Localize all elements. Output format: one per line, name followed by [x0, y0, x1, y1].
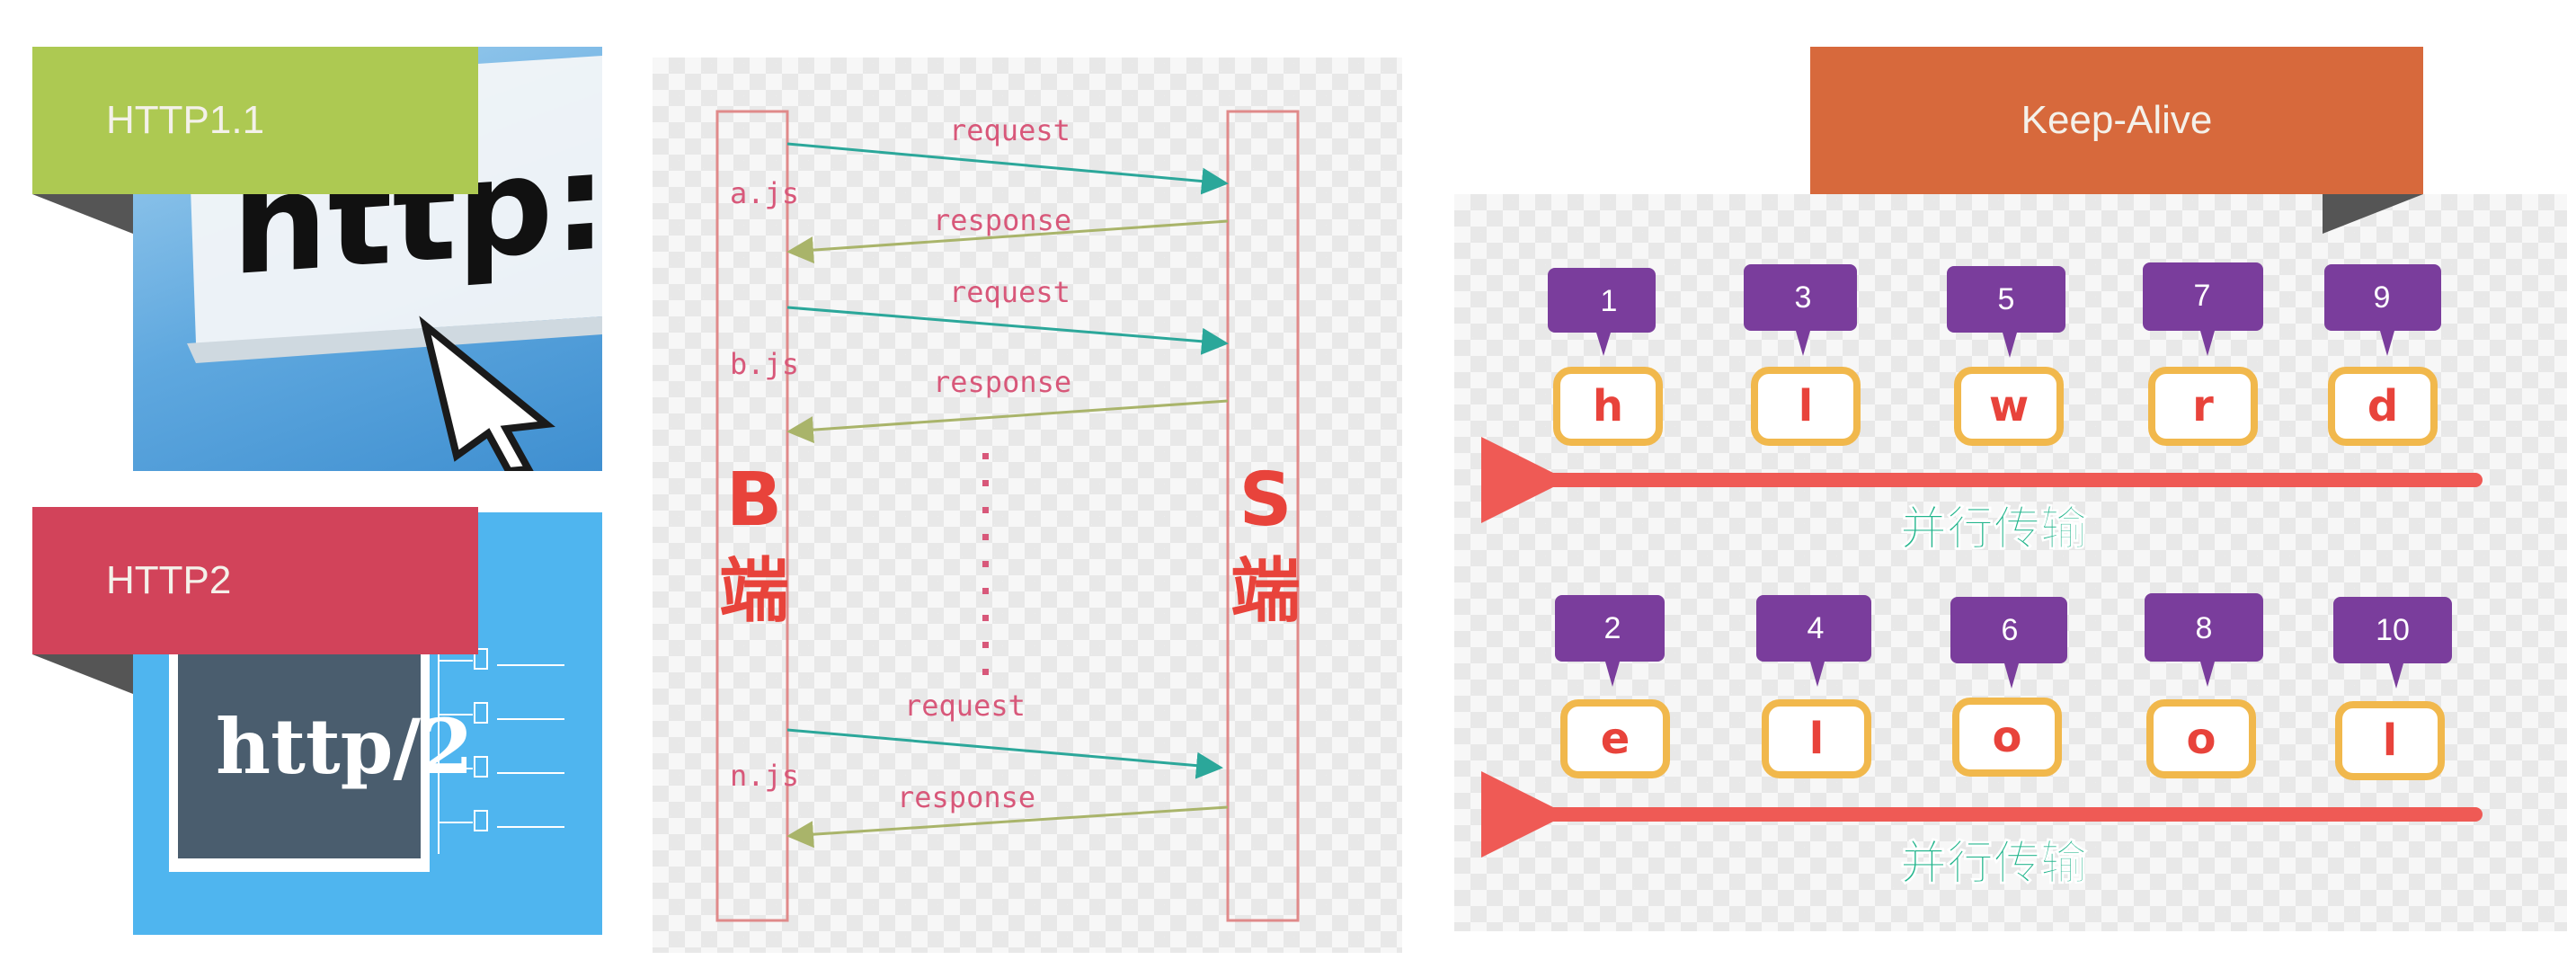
- letter: l: [1809, 714, 1824, 764]
- http11-label: HTTP1.1: [106, 98, 265, 142]
- letter: e: [1601, 714, 1630, 764]
- letter: l: [1799, 381, 1813, 431]
- keepalive-row-1-svg: 1 h 3 l 5 w 7 r 9 d 并行传输: [1481, 262, 2483, 557]
- keepalive-title: Keep-Alive: [2021, 98, 2213, 142]
- parallel-label: 并行传输: [1900, 837, 2088, 891]
- letter: o: [2187, 714, 2216, 764]
- letter: w: [1989, 381, 2029, 431]
- tag-group: 6 o: [1950, 597, 2067, 777]
- letter: o: [1993, 712, 2022, 762]
- s-side-box: [1226, 110, 1300, 922]
- tag-group: 5 w: [1947, 266, 2065, 446]
- file-label: a.js: [730, 176, 799, 210]
- response-label: response: [933, 365, 1071, 399]
- tag-group: 1 h: [1548, 268, 1663, 446]
- request-arrow: [786, 142, 1229, 195]
- request-arrow: [786, 306, 1229, 355]
- b-side-char2: 端: [719, 551, 789, 632]
- response-label: response: [933, 203, 1071, 237]
- s-side-char: S: [1239, 458, 1292, 543]
- letter: l: [2383, 716, 2397, 766]
- request-label: request: [904, 689, 1026, 723]
- request-label: request: [949, 113, 1070, 147]
- tag-group: 2 e: [1555, 595, 1670, 778]
- tag-group: 3 l: [1744, 264, 1861, 446]
- tag-number: 9: [2374, 280, 2391, 315]
- response-arrow: [786, 399, 1229, 444]
- tag-number: 5: [1998, 282, 2015, 316]
- b-side-box: [715, 110, 789, 922]
- http2-banner: HTTP2: [32, 507, 478, 654]
- keepalive-banner: Keep-Alive: [1810, 47, 2423, 194]
- letter: h: [1593, 381, 1623, 431]
- sequence-diagram-svg: B 端 S 端 a.js b.js n.js request response …: [715, 110, 1301, 922]
- keepalive-row-2-svg: 2 e 4 l 6 o 8 o 10 l 并行传输: [1481, 593, 2483, 892]
- b-side-char: B: [726, 458, 783, 543]
- sequence-diagram: B 端 S 端 a.js b.js n.js request response …: [653, 58, 1402, 953]
- file-label: n.js: [730, 759, 799, 793]
- request-label: request: [949, 275, 1070, 309]
- http2-banner-fold: [32, 654, 133, 694]
- tag-group: 10 l: [2333, 597, 2452, 780]
- response-label: response: [897, 780, 1035, 814]
- letter: d: [2367, 381, 2398, 431]
- request-arrow: [786, 728, 1223, 779]
- http11-banner-fold: [32, 194, 133, 234]
- response-arrow: [786, 805, 1229, 849]
- tag-group: 7 r: [2143, 262, 2263, 446]
- tag-number: 7: [2194, 279, 2211, 313]
- http11-banner: HTTP1.1: [32, 47, 478, 194]
- ellipsis-dots: [982, 453, 989, 675]
- tag-number: 4: [1808, 611, 1825, 645]
- letter: r: [2192, 381, 2214, 431]
- tag-number: 6: [2002, 613, 2019, 647]
- tag-number: 2: [1604, 611, 1621, 645]
- tag-group: 4 l: [1756, 595, 1871, 778]
- file-label: b.js: [730, 347, 799, 381]
- tag-number: 10: [2376, 613, 2410, 647]
- http2-label: HTTP2: [106, 558, 232, 602]
- tag-number: 1: [1601, 284, 1618, 318]
- http2-image: IX http/2: [133, 512, 602, 935]
- keepalive-row-1: 1 h 3 l 5 w 7 r 9 d 并行传输: [1454, 194, 2567, 563]
- tag-number: 3: [1795, 280, 1812, 315]
- parallel-label: 并行传输: [1900, 502, 2088, 556]
- tag-group: 8 o: [2145, 593, 2263, 778]
- keepalive-banner-fold: [2323, 194, 2423, 234]
- svg-text:http/2: http/2: [216, 702, 474, 791]
- tag-number: 8: [2196, 611, 2213, 645]
- tag-group: 9 d: [2324, 264, 2441, 446]
- s-side-char2: 端: [1230, 551, 1301, 632]
- keepalive-row-2: 2 e 4 l 6 o 8 o 10 l 并行传输: [1454, 563, 2567, 931]
- response-arrow: [786, 219, 1229, 264]
